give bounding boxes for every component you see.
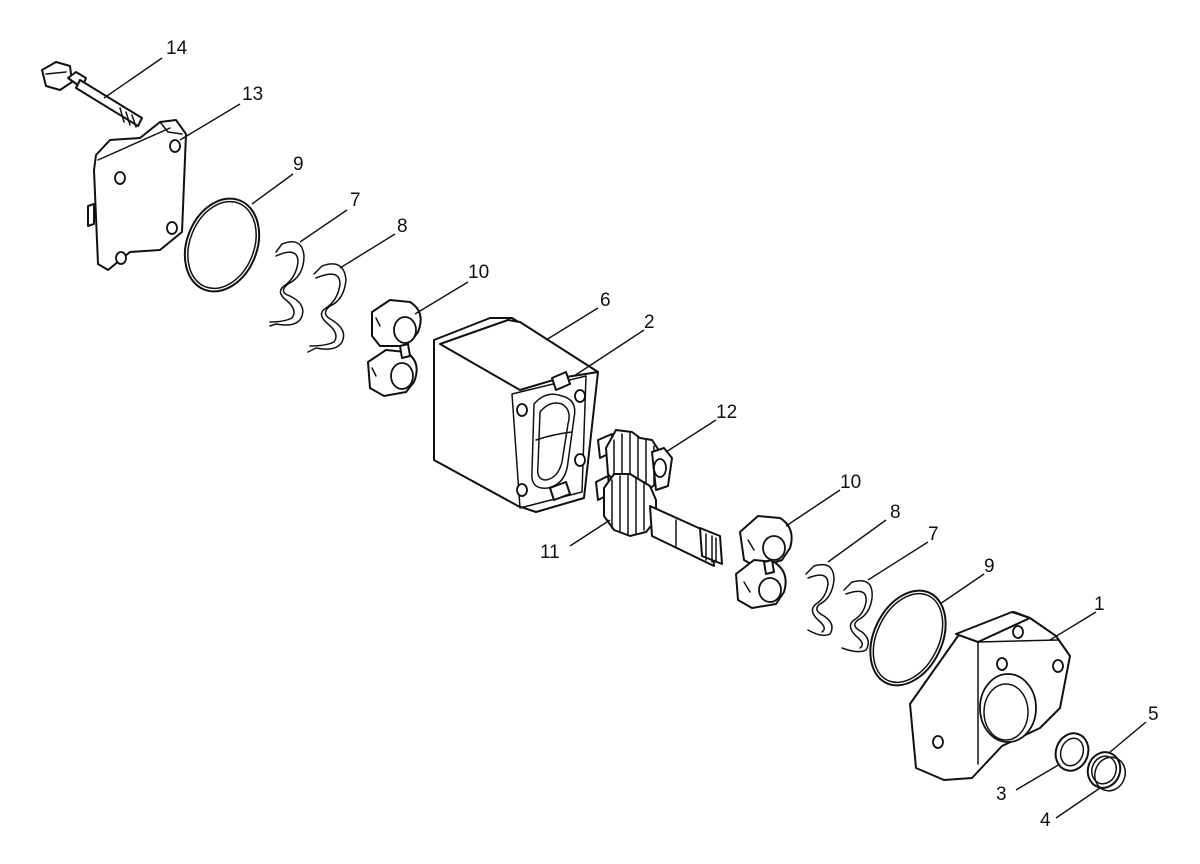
part-9-o-ring-bottom <box>869 589 947 687</box>
callout-8-top: 8 <box>397 216 408 237</box>
part-6-housing <box>433 317 599 513</box>
callout-10-bottom: 10 <box>840 472 861 493</box>
callout-14: 14 <box>166 38 188 59</box>
callout-8-bottom: 8 <box>890 502 901 523</box>
part-14-bolt <box>41 61 143 128</box>
callout-7-bottom: 7 <box>928 524 939 545</box>
callout-11: 11 <box>540 542 560 563</box>
callout-13: 13 <box>242 84 263 105</box>
part-9-o-ring-top <box>183 197 261 293</box>
part-10-bushing-bottom <box>735 515 793 609</box>
callout-10-top: 10 <box>468 262 489 283</box>
part-8-seal-bottom <box>805 563 835 637</box>
callout-6: 6 <box>600 290 611 311</box>
callout-9-top: 9 <box>293 154 304 175</box>
part-8-seal-top <box>307 263 347 353</box>
callout-4: 4 <box>1040 810 1051 831</box>
callout-2: 2 <box>644 312 655 333</box>
callout-labels: 14 13 9 7 8 10 6 2 12 11 10 8 7 9 1 5 3 … <box>166 38 1159 831</box>
callout-9-bottom: 9 <box>984 556 995 577</box>
callout-5: 5 <box>1148 704 1159 725</box>
callout-7-top: 7 <box>350 190 361 211</box>
part-10-bushing-top <box>367 299 422 397</box>
callout-12: 12 <box>716 402 737 423</box>
part-13-end-cover <box>87 119 187 271</box>
part-11-drive-gear <box>595 473 723 567</box>
part-3-shaft-seal <box>1054 732 1090 772</box>
callout-1: 1 <box>1094 594 1105 615</box>
leader-lines <box>103 57 1147 819</box>
callout-3: 3 <box>996 784 1007 805</box>
part-1-flange <box>909 611 1071 781</box>
part-7-seal-bottom <box>841 580 873 653</box>
part-7-seal-top <box>269 241 305 327</box>
part-4-5-snap-rings <box>1086 751 1126 792</box>
